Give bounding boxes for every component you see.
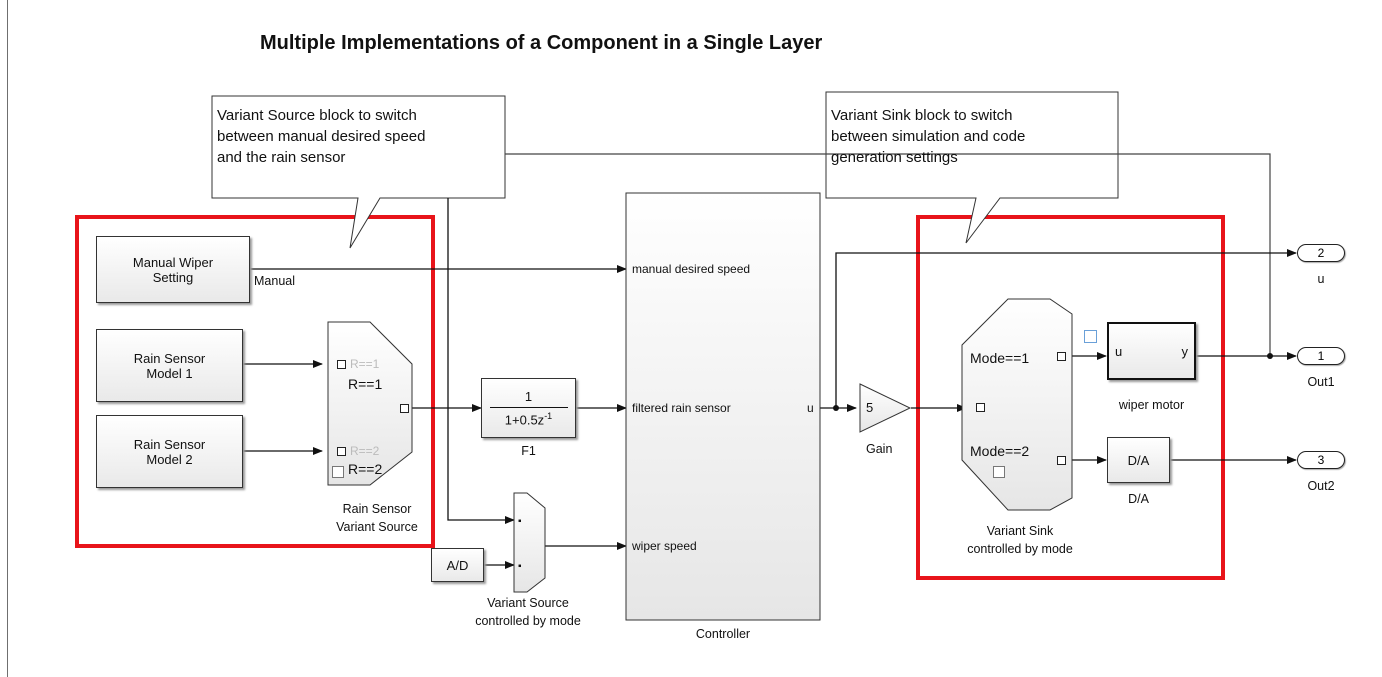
rain-vs-label: Rain Sensor Variant Source [336, 502, 418, 534]
manual-signal-label: Manual [254, 274, 295, 288]
rain-vs-ghost-cond-2: R==2 [350, 444, 380, 458]
rain-vs-cond-1: R==1 [348, 376, 383, 392]
f1-fraction-bar [489, 406, 568, 408]
f1-filter-block[interactable]: 1 1+0.5z-1 [481, 378, 576, 438]
diagram-title: Multiple Implementations of a Component … [260, 32, 823, 54]
vsmode-label: Variant Source controlled by mode [475, 596, 581, 628]
controller-port-u: u [807, 401, 814, 415]
annotation-sink-text: Variant Sink block to switch between sim… [831, 107, 1026, 166]
vsink-cond-1: Mode==1 [970, 350, 1030, 366]
f1-denominator: 1+0.5z [504, 412, 545, 428]
outport-u-label: u [1317, 272, 1325, 286]
controller-port-manual: manual desired speed [632, 262, 751, 276]
highlight-box-source [75, 215, 435, 548]
da-label: D/A [1128, 492, 1149, 506]
highlight-box-sink [916, 215, 1225, 580]
rain-variant-source-block[interactable] [327, 321, 413, 486]
rain-vs-cond-2: R==2 [348, 461, 383, 477]
controller-port-rain: filtered rain sensor [632, 401, 731, 415]
outport-u[interactable]: 2 [1297, 244, 1345, 262]
manual-wiper-setting-block[interactable]: Manual Wiper Setting [96, 236, 250, 303]
vsink-label: Variant Sink controlled by mode [967, 524, 1073, 556]
rain-vs-inport-2 [337, 447, 346, 456]
outport-out2-label: Out2 [1307, 479, 1335, 493]
controller-block[interactable] [625, 192, 821, 621]
signal-u-branch [835, 249, 1297, 408]
wiper-motor-in: u [1115, 343, 1123, 359]
rain-sensor-model-2-block[interactable]: Rain Sensor Model 2 [96, 415, 243, 488]
da-block[interactable]: D/A [1107, 437, 1170, 483]
annotation-link-line [505, 153, 1271, 356]
callout-source [211, 95, 506, 249]
gain-block[interactable] [859, 383, 912, 433]
rain-sensor-model-1-block[interactable]: Rain Sensor Model 1 [96, 329, 243, 402]
rain-vs-outport [400, 404, 409, 413]
gain-label: Gain [866, 442, 893, 456]
vsink-cond-2: Mode==2 [970, 443, 1030, 459]
vsink-variant-indicator-icon [993, 466, 1005, 478]
model-reference-icon [1084, 330, 1097, 343]
annotation-source-text: Variant Source block to switch between m… [217, 107, 426, 166]
ad-block[interactable]: A/D [431, 548, 484, 582]
canvas-frame [7, 0, 1382, 677]
signal-annotation-to-vsmode [447, 198, 515, 524]
variant-sink-block[interactable] [961, 298, 1073, 511]
rain-vs-inport-1 [337, 360, 346, 369]
vsink-inport [976, 403, 985, 412]
controller-port-wiper: wiper speed [632, 539, 697, 553]
mode-variant-source-block[interactable] [513, 492, 546, 593]
vsink-outport-2 [1057, 456, 1066, 465]
f1-exponent: -1 [544, 410, 553, 421]
rain-vs-ghost-cond-1: R==1 [350, 357, 380, 371]
f1-label: F1 [521, 444, 536, 458]
wiper-motor-label: wiper motor [1118, 398, 1185, 412]
variant-indicator-icon [332, 466, 344, 478]
callout-sink [825, 91, 1119, 244]
outport-out1[interactable]: 1 [1297, 347, 1345, 365]
vsink-outport-1 [1057, 352, 1066, 361]
outport-out1-label: Out1 [1307, 375, 1335, 389]
vsmode-port-1: ▪ [518, 516, 522, 527]
vsmode-port-2: ▪ [518, 561, 522, 572]
f1-numerator: 1 [524, 388, 533, 404]
wiper-motor-out: y [1181, 343, 1189, 359]
gain-value: 5 [866, 400, 874, 415]
junction-u [833, 405, 839, 411]
outport-out2[interactable]: 3 [1297, 451, 1345, 469]
junction-out1 [1267, 353, 1273, 359]
controller-label: Controller [695, 627, 751, 641]
wiper-motor-block[interactable]: u y [1107, 322, 1196, 380]
